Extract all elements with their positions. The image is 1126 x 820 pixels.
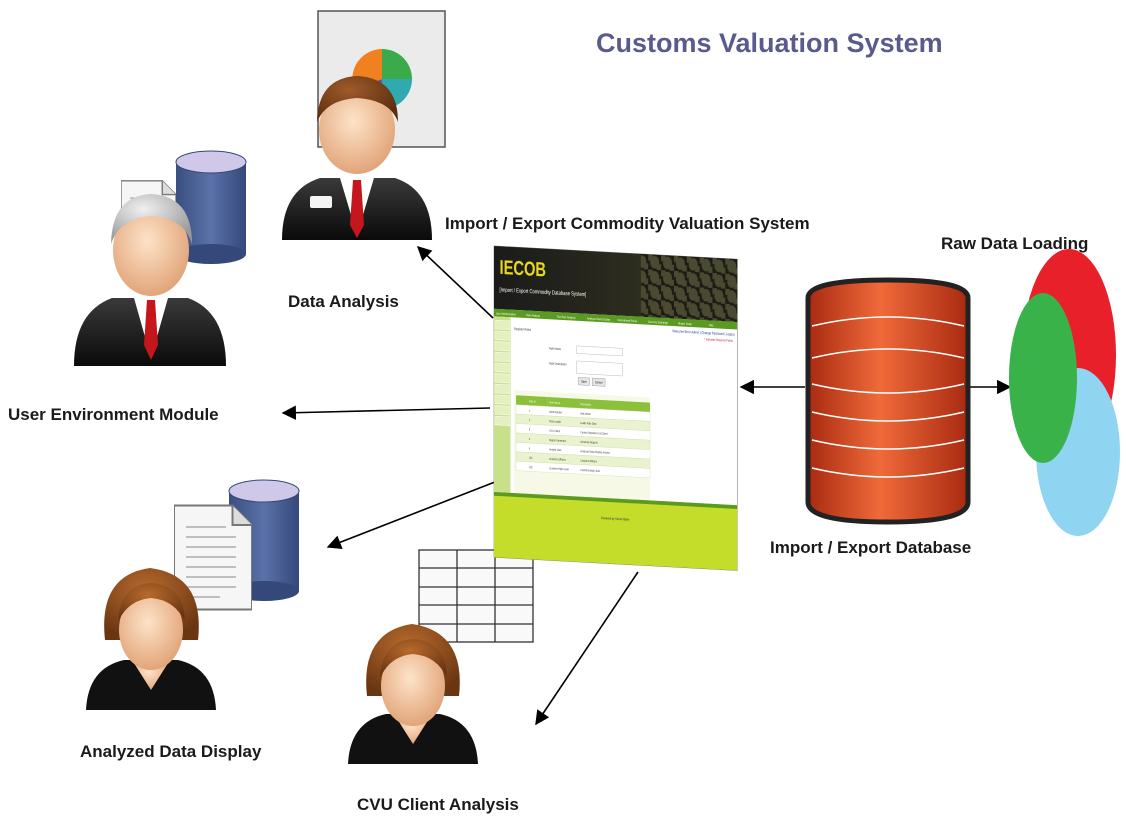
- screen-save-label: Save: [581, 379, 587, 384]
- screen-menu-item[interactable]: Master Setup: [678, 321, 692, 326]
- table-grid-icon: [418, 549, 534, 643]
- screen-table-cell: Generate Reports: [580, 439, 598, 445]
- analyzed-display-label: Analyzed Data Display: [80, 742, 262, 761]
- screen-role-name-label: Role Name: [549, 346, 561, 351]
- woman-display-icon: [86, 568, 216, 710]
- screen-table-cell: 3: [529, 427, 531, 432]
- screen-sidebar-item[interactable]: [494, 415, 510, 426]
- screen-menu-item[interactable]: Rule Analysis: [526, 313, 540, 318]
- screen-menu-item[interactable]: Analysed Data Display: [587, 316, 611, 322]
- raw-data-label: Raw Data Loading: [941, 234, 1089, 253]
- analyst-man-icon: [282, 76, 432, 240]
- arrow-to-data-analysis: [416, 246, 494, 319]
- screen-menu-item[interactable]: Currency Exchange: [648, 319, 669, 325]
- screen-sidebar-item[interactable]: [494, 383, 510, 394]
- woman-client-icon: [348, 624, 478, 764]
- analyzed-display-group: [86, 479, 300, 710]
- screen-save-button[interactable]: [578, 377, 590, 386]
- screen-table-cell: Data Loader: [549, 419, 561, 424]
- screen-sidebar-item[interactable]: [494, 319, 510, 330]
- cvu-client-label: CVU Client Analysis: [357, 795, 519, 814]
- screen-footer: [494, 491, 738, 571]
- data-analysis-label: Data Analysis: [288, 292, 399, 311]
- screen-table-cell: 1: [529, 408, 531, 413]
- connector-arrows: [281, 246, 1012, 726]
- arrow-to-analyzed-display: [326, 479, 501, 550]
- screen-subtitle: [Import / Export Commodity Database Syst…: [500, 287, 587, 299]
- screen-roles-table: Role ID Role Name Description 1 Administrato…: [514, 390, 651, 501]
- screen-table-cell: Central Valuation Unit Client: [580, 430, 608, 436]
- screen-sidebar-item[interactable]: [494, 362, 510, 373]
- screen-sidebar-item[interactable]: [494, 351, 510, 362]
- screen-table-cell: Analyzed Data Display Access: [580, 449, 610, 455]
- arrow-to-cvu-client: [535, 571, 639, 726]
- screen-menu-item[interactable]: International Prices: [617, 318, 637, 324]
- screen-cancel-button[interactable]: [592, 377, 606, 387]
- screen-user-links[interactable]: Welcome Error Admin | Change Password | …: [672, 329, 734, 337]
- import-export-database-icon: [805, 277, 971, 525]
- screen-menu: User Administration Rule Analysis TAX Rate…: [496, 311, 714, 327]
- screen-table-cell: Customs High Level: [580, 468, 600, 474]
- raw-data-sources-icon: [1009, 249, 1120, 536]
- screen-table-cell: Customs Officers: [549, 456, 566, 462]
- screen-table-cell: Site Admin: [580, 411, 591, 416]
- screen-table-cell: 102: [529, 465, 533, 470]
- diagram-title: Customs Valuation System: [596, 28, 943, 58]
- screen-table-cell: 5: [529, 446, 531, 451]
- screen-table-cell: Customs High Level: [549, 466, 569, 472]
- screen-table-cell: 101: [529, 455, 533, 460]
- screen-table-cell: Analyst User: [549, 447, 562, 452]
- screen-menu-item[interactable]: TAX Rate Analysis: [557, 314, 576, 320]
- screen-sidebar-item[interactable]: [494, 405, 510, 416]
- user-env-label: User Environment Module: [8, 405, 219, 424]
- screen-role-desc-input[interactable]: [576, 360, 623, 377]
- screen-footer-text: Powered by Some Name: [601, 516, 630, 522]
- screen-form-title: Register Roles: [514, 327, 531, 333]
- screen-table-header: Role ID: [529, 399, 536, 404]
- screen-menu-item[interactable]: User Administration: [496, 311, 516, 317]
- user-env-group: [74, 150, 247, 366]
- screen-sidebar-item[interactable]: [494, 373, 510, 384]
- database-cylinder-icon: [175, 150, 247, 264]
- screen-role-desc-label: Role Description: [549, 361, 567, 367]
- screen-table-cell: Loads Raw Data: [580, 420, 597, 425]
- screen-table-cell: 4: [529, 436, 531, 441]
- screen-role-name-input[interactable]: [576, 345, 623, 357]
- screen-menu-bar: [494, 308, 738, 330]
- screen-sidebar-item[interactable]: [494, 394, 510, 405]
- screen-menu-item[interactable]: Help: [709, 323, 714, 328]
- screen-table-cell: Customs Officers: [580, 458, 597, 464]
- data-analysis-group: [282, 10, 446, 240]
- screen-sidebar-item[interactable]: [494, 341, 510, 352]
- screen-table-cell: CVU Client: [549, 428, 560, 433]
- screen-table-cell: 2: [529, 418, 531, 423]
- system-label: Import / Export Commodity Valuation Syst…: [445, 214, 810, 233]
- cvu-client-group: [348, 549, 534, 764]
- screen-table-header: Role Name: [549, 400, 560, 405]
- screen-sidebar-item[interactable]: [494, 330, 510, 341]
- arrow-to-user-env: [281, 405, 491, 420]
- database-label: Import / Export Database: [770, 538, 972, 557]
- screen-logo: IECOB: [500, 256, 547, 281]
- screen-table-cell: Administrator: [549, 409, 562, 414]
- screen-table-header: Description: [580, 402, 591, 407]
- screen-table-row[interactable]: [515, 460, 651, 479]
- screen-cancel-label: Cancel: [595, 380, 603, 385]
- admin-man-icon: [74, 194, 226, 366]
- screen-table-cell: Report Generator: [549, 438, 566, 443]
- screen-required-note: * Indicates Required Fields: [704, 337, 733, 343]
- system-screenshot: IECOB [Import / Export Commodity Databas…: [493, 245, 738, 571]
